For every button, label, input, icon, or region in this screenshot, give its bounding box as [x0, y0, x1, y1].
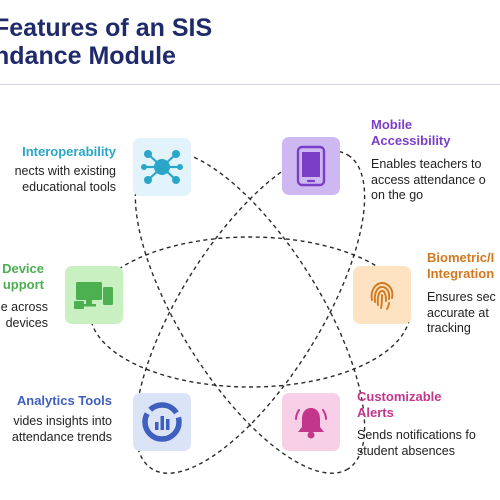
bell-icon [295, 408, 327, 439]
biometric-integration-title: Biometric/I Integration [427, 250, 495, 281]
title-line-1: Features of an SIS [0, 14, 213, 42]
customizable-alerts-description: Sends notifications fo student absences [357, 428, 476, 458]
analytics-tools-description: vides insights into attendance trends [11, 414, 112, 444]
interoperability-tile [133, 138, 191, 196]
network-hub-icon [141, 150, 183, 184]
title-line-2: ndance Module [0, 42, 176, 70]
mobile-accessibility-description: Enables teachers to access attendance o … [371, 157, 486, 202]
device-support-description: e across devices [0, 300, 48, 330]
device-support-tile [65, 266, 123, 324]
analytics-tools-title: Analytics Tools [16, 393, 112, 408]
device-support-title: Device upport [2, 261, 44, 292]
biometric-integration-description: Ensures sec accurate at tracking [427, 290, 496, 335]
interoperability-description: nects with existing educational tools [14, 164, 116, 194]
analytics-chart-icon [142, 402, 182, 442]
biometric-integration-tile [353, 266, 411, 324]
customizable-alerts-title: Customizable Alerts [357, 389, 442, 420]
orbit-diagonal-a [134, 150, 366, 474]
fingerprint-icon [370, 282, 394, 310]
title-divider [0, 84, 500, 85]
customizable-alerts-tile [282, 393, 340, 451]
mobile-accessibility-title: Mobile Accessibility [371, 117, 451, 148]
analytics-tools-tile [133, 393, 191, 451]
page-title: Features of an SIS ndance Module [0, 14, 212, 70]
devices-icon [74, 282, 113, 309]
smartphone-icon [296, 145, 326, 187]
interoperability-title: Interoperability [22, 144, 116, 159]
mobile-accessibility-tile [282, 137, 340, 195]
